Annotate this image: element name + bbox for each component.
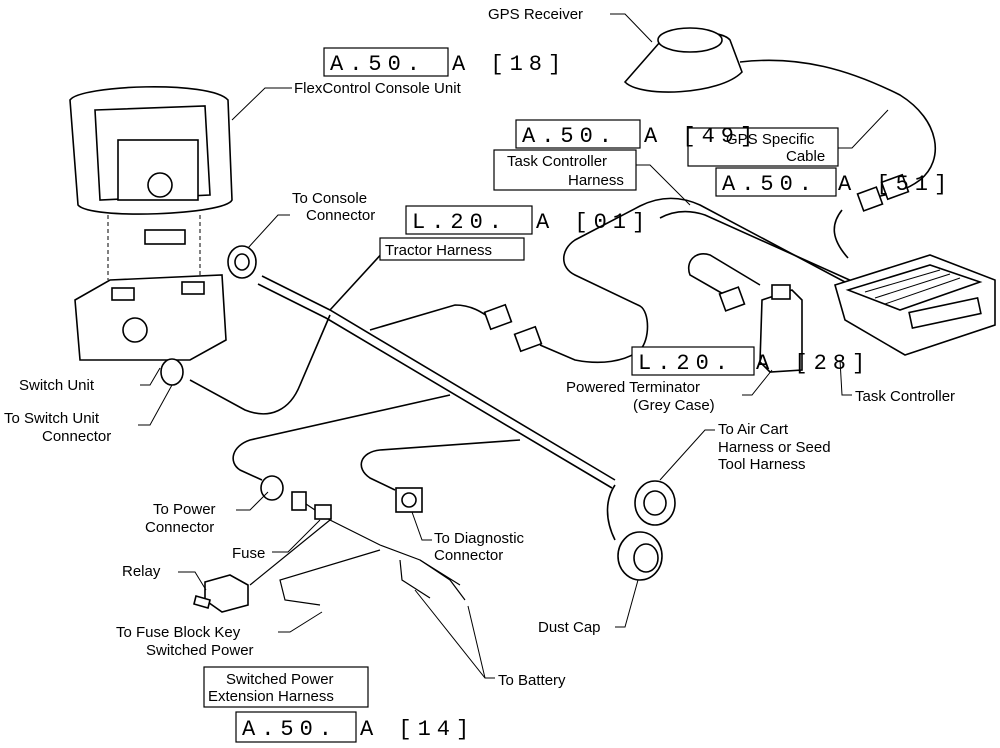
label-to-power-2: Connector	[145, 519, 214, 536]
console-connector-icon	[227, 245, 257, 279]
tractor-harness-trunk-2	[257, 283, 613, 489]
ref-18-tail: A [18]	[452, 52, 567, 77]
label-switched-ext-1: Switched Power	[226, 671, 334, 688]
battery-wire-1	[399, 559, 431, 599]
label-task-controller-harness-1: Task Controller	[507, 153, 607, 170]
ref-14-box	[235, 711, 357, 743]
label-to-switch-2: Connector	[42, 428, 111, 445]
label-to-console-1: To Console	[292, 190, 367, 207]
ref-28-tail: A [28]	[756, 351, 871, 376]
task-controller-harness-box	[493, 149, 637, 191]
dust-cap-tether	[606, 484, 616, 541]
tractor-harness-trunk	[261, 275, 616, 481]
power-branch	[232, 394, 451, 481]
label-fuse-block-2: Switched Power	[146, 642, 254, 659]
harness-connectors	[483, 173, 910, 353]
ref-51-code: A.50.	[722, 172, 818, 197]
reference-codes: A.50. A [18] A.50. A [49] A.50. A [51] L…	[235, 47, 953, 743]
battery-wire-2	[419, 559, 466, 601]
label-powered-terminator-2: (Grey Case)	[633, 397, 715, 414]
label-fuse-block-1: To Fuse Block Key	[116, 624, 241, 641]
ref-01-box	[405, 205, 533, 235]
label-air-cart-2: Harness or Seed	[718, 439, 831, 456]
relay-wire	[249, 519, 331, 586]
switch-connector-icon	[160, 358, 184, 386]
ref-28-code: L.20.	[638, 351, 734, 376]
label-to-console-2: Connector	[306, 207, 375, 224]
labels: GPS Receiver FlexControl Console Unit Ta…	[4, 6, 955, 708]
gps-receiver-icon	[623, 27, 743, 93]
fuse-block-wire	[279, 549, 381, 606]
label-to-power-1: To Power	[153, 501, 216, 518]
ref-01-tail: A [01]	[536, 210, 651, 235]
label-dust-cap: Dust Cap	[538, 619, 601, 636]
ref-51-box	[715, 167, 837, 197]
label-air-cart-1: To Air Cart	[718, 421, 789, 438]
fuse-icon	[291, 491, 332, 520]
label-tractor-harness: Tractor Harness	[385, 242, 492, 259]
ref-49-box	[515, 119, 641, 149]
diagnostic-branch	[360, 439, 521, 491]
ref-01-code: L.20.	[412, 210, 508, 235]
label-gps-cable-2: Cable	[786, 148, 825, 165]
label-air-cart-3: Tool Harness	[718, 456, 806, 473]
tractor-label-branch	[329, 249, 386, 311]
task-controller-harness	[539, 197, 861, 364]
label-fuse: Fuse	[232, 545, 265, 562]
switched-ext-box	[203, 666, 369, 708]
label-switch-unit: Switch Unit	[19, 377, 95, 394]
gps-cable-to-controller	[833, 209, 849, 259]
terminator-branch	[688, 253, 761, 296]
diagnostic-connector-icon	[395, 487, 423, 513]
switch-unit-icon	[74, 274, 227, 361]
label-powered-terminator-1: Powered Terminator	[566, 379, 700, 396]
powered-terminator-icon	[759, 284, 803, 373]
ref-49-tail: A [49]	[644, 124, 759, 149]
label-task-controller-harness-2: Harness	[568, 172, 624, 189]
label-to-switch-1: To Switch Unit	[4, 410, 100, 427]
leader-lines	[138, 13, 889, 679]
air-cart-connector-icon	[634, 480, 676, 526]
label-gps-cable-1: GPS Specific	[726, 131, 815, 148]
label-to-battery: To Battery	[498, 672, 566, 689]
label-task-controller: Task Controller	[855, 388, 955, 405]
console-unit-icon	[69, 86, 233, 280]
ref-14-code: A.50.	[242, 717, 338, 742]
task-controller-harness-2	[659, 210, 855, 283]
switch-branch	[189, 314, 331, 415]
label-gps-receiver: GPS Receiver	[488, 6, 583, 23]
label-diagnostic-1: To Diagnostic	[434, 530, 525, 547]
ref-14-tail: A [14]	[360, 717, 475, 742]
label-diagnostic-2: Connector	[434, 547, 503, 564]
ref-28-box	[631, 346, 755, 376]
ref-49-code: A.50.	[522, 124, 618, 149]
harness-link	[369, 304, 501, 331]
tractor-harness-box	[379, 237, 525, 261]
dust-cap-icon	[617, 531, 663, 581]
relay-icon	[193, 574, 249, 613]
task-controller-icon	[834, 254, 996, 356]
ref-51-tail: A [51]	[838, 172, 953, 197]
label-relay: Relay	[122, 563, 161, 580]
ref-18-box	[323, 47, 449, 77]
ref-18-code: A.50.	[330, 52, 426, 77]
label-console-unit: FlexControl Console Unit	[294, 80, 462, 97]
label-switched-ext-2: Extension Harness	[208, 688, 334, 705]
gps-cable-box	[687, 127, 839, 167]
